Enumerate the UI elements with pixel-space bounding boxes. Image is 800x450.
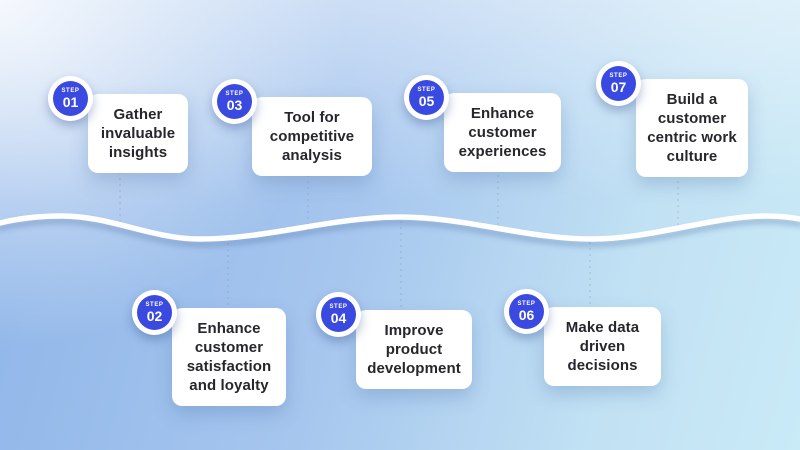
step-card-05: STEP 05 Enhance customer experiences: [404, 75, 561, 172]
step-badge-label: STEP: [609, 72, 628, 79]
step-badge-01: STEP 01: [48, 76, 93, 121]
step-badge-label: STEP: [517, 300, 536, 307]
step-badge-circle: STEP 05: [409, 80, 444, 115]
step-badge-number: 06: [518, 306, 535, 323]
step-badge-05: STEP 05: [404, 75, 449, 120]
timeline-wave: [0, 213, 800, 242]
step-badge-07: STEP 07: [596, 61, 641, 106]
step-badge-number: 03: [226, 96, 243, 113]
step-text: Tool for competitive analysis: [269, 109, 355, 164]
step-badge-circle: STEP 02: [137, 295, 172, 330]
step-badge-number: 05: [418, 92, 435, 109]
step-badge-circle: STEP 07: [601, 66, 636, 101]
step-badge-number: 07: [610, 78, 627, 95]
step-text: Gather invaluable insights: [100, 106, 176, 161]
step-badge-02: STEP 02: [132, 290, 177, 335]
step-card-06: STEP 06 Make data driven decisions: [504, 289, 661, 386]
step-badge-04: STEP 04: [316, 292, 361, 337]
step-badge-label: STEP: [329, 303, 348, 310]
step-text: Build a customer centric work culture: [647, 91, 737, 165]
step-badge-label: STEP: [225, 90, 244, 97]
step-badge-label: STEP: [417, 86, 436, 93]
step-card-02: STEP 02 Enhance customer satisfaction an…: [132, 290, 286, 406]
step-badge-number: 01: [62, 93, 79, 110]
step-badge-circle: STEP 01: [53, 81, 88, 116]
step-badge-label: STEP: [145, 301, 164, 308]
step-badge-number: 04: [330, 309, 347, 326]
step-badge-number: 02: [146, 307, 163, 324]
step-badge-06: STEP 06: [504, 289, 549, 334]
step-text: Enhance customer satisfaction and loyalt…: [186, 320, 272, 394]
step-text: Improve product development: [367, 322, 461, 377]
step-card-07: STEP 07 Build a customer centric work cu…: [596, 61, 748, 177]
step-badge-circle: STEP 06: [509, 294, 544, 329]
step-card-04: STEP 04 Improve product development: [316, 292, 472, 389]
step-card-01: STEP 01 Gather invaluable insights: [48, 76, 188, 173]
step-text: Make data driven decisions: [565, 319, 640, 374]
step-badge-circle: STEP 04: [321, 297, 356, 332]
step-badge-03: STEP 03: [212, 79, 257, 124]
step-text: Enhance customer experiences: [458, 105, 547, 160]
step-badge-circle: STEP 03: [217, 84, 252, 119]
step-card-03: STEP 03 Tool for competitive analysis: [212, 79, 372, 176]
step-badge-label: STEP: [61, 87, 80, 94]
